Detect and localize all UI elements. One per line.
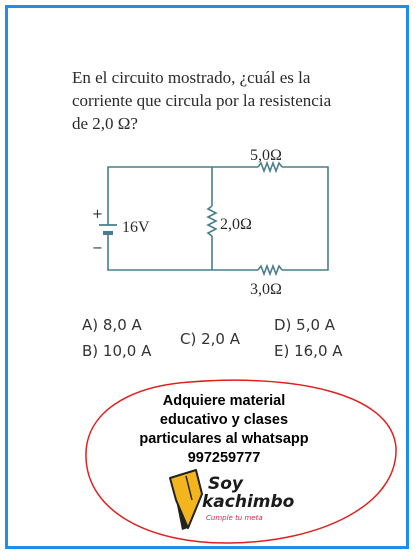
question-text: En el circuito mostrado, ¿cuál es la cor… bbox=[72, 66, 372, 135]
battery-plus-label: + bbox=[92, 207, 103, 222]
option-e: E) 16,0 A bbox=[274, 342, 343, 360]
promo-line-3: particulares al whatsapp bbox=[139, 431, 309, 447]
promo-line-2: educativo y clases bbox=[159, 412, 289, 428]
brand-slogan: Cumple tu meta bbox=[206, 514, 263, 522]
resistor-middle-label: 2,0Ω bbox=[220, 216, 252, 233]
brand-soy: Soy bbox=[208, 474, 244, 494]
resistor-bottom-symbol bbox=[257, 263, 283, 277]
pencil-logo bbox=[169, 469, 203, 530]
question-line-1: En el circuito mostrado, ¿cuál es la bbox=[72, 68, 311, 87]
promo-bubble bbox=[85, 379, 397, 544]
wire-left-top bbox=[107, 166, 258, 225]
brand-name: kachimbo bbox=[202, 492, 295, 512]
promo-text: Adquiere material educativo y clases par… bbox=[100, 392, 348, 468]
resistor-top-symbol bbox=[257, 160, 283, 174]
resistor-middle-symbol bbox=[206, 205, 218, 237]
option-b: B) 10,0 A bbox=[82, 342, 152, 360]
question-line-3: de 2,0 Ω? bbox=[72, 114, 138, 133]
promo-line-1: Adquiere material bbox=[162, 393, 286, 409]
battery-voltage-label: 16V bbox=[122, 219, 150, 236]
promo-phone: 997259777 bbox=[187, 450, 261, 466]
question-line-2: corriente que circula por la resistencia bbox=[72, 91, 332, 110]
battery-short-plate bbox=[103, 231, 113, 235]
wire-top-right bbox=[282, 166, 329, 271]
wire-bottom-left bbox=[107, 240, 258, 271]
resistor-top-label: 5,0Ω bbox=[250, 147, 282, 164]
battery-minus-label: − bbox=[92, 241, 103, 256]
option-c: C) 2,0 A bbox=[180, 330, 240, 348]
resistor-bottom-label: 3,0Ω bbox=[250, 281, 282, 298]
option-a: A) 8,0 A bbox=[82, 316, 142, 334]
option-d: D) 5,0 A bbox=[274, 316, 336, 334]
